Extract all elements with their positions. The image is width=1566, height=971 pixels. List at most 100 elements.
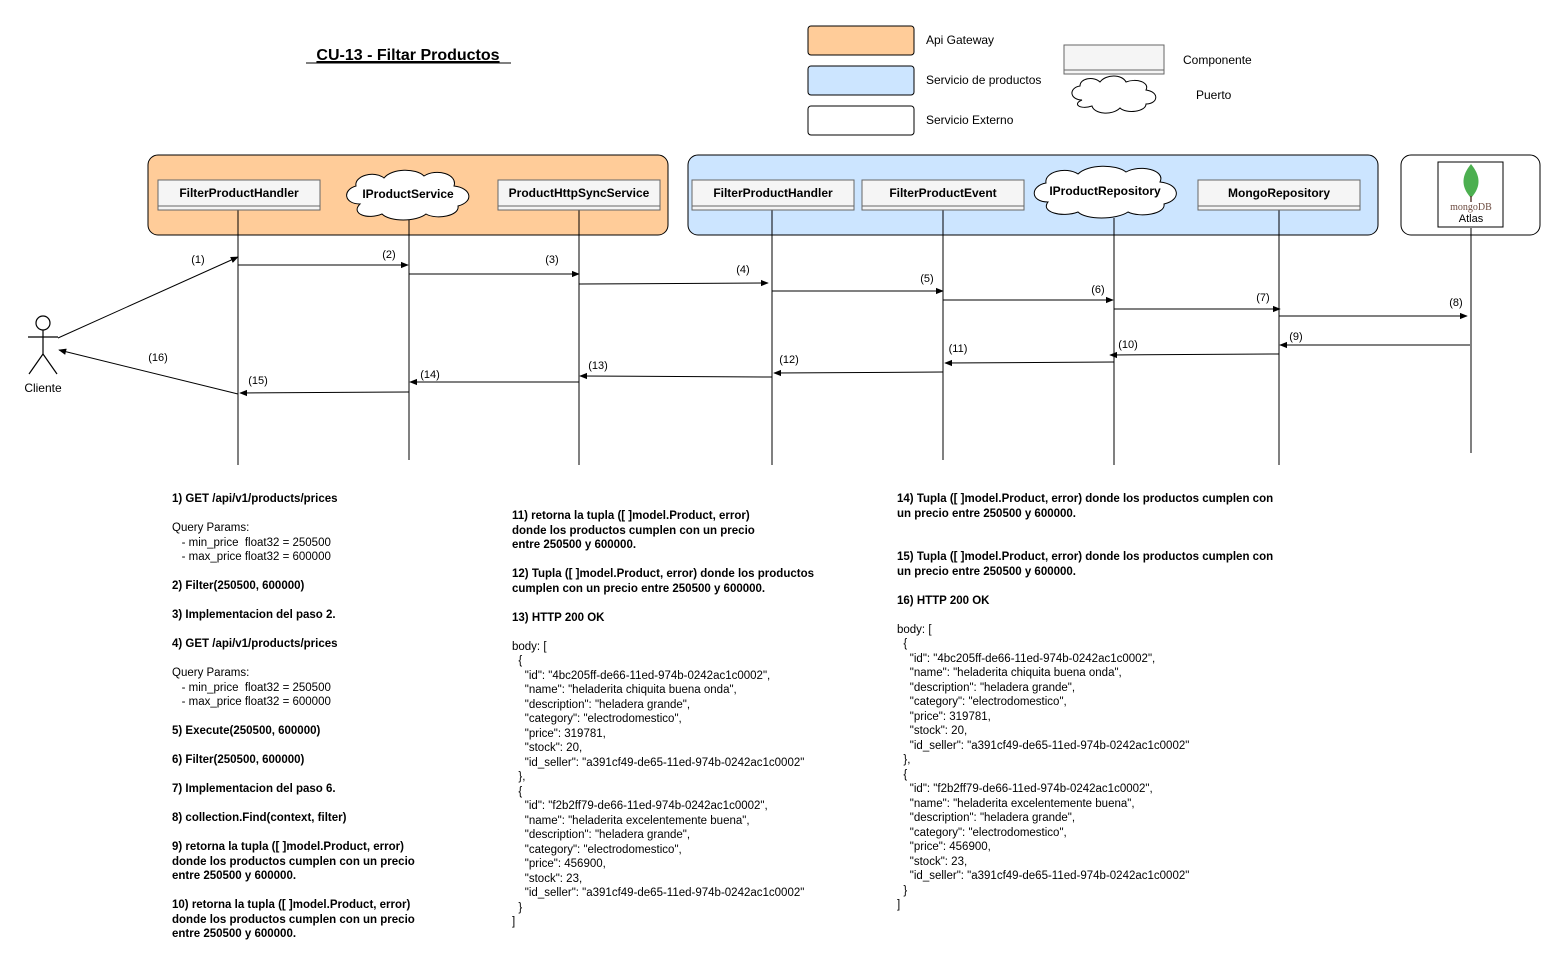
note-step-line: donde los productos cumplen con un preci…	[512, 524, 755, 537]
message-label: (2)	[382, 249, 395, 261]
note-detail-line: "category": "electrodomestico",	[897, 696, 1067, 708]
note-detail-line: "name": "heladerita excelentemente buena…	[512, 814, 750, 827]
note-step-line: un precio entre 250500 y 600000.	[897, 565, 1076, 578]
note-detail-line: "category": "electrodomestico",	[897, 826, 1067, 839]
note-detail-line: "price": 456900,	[512, 858, 606, 870]
note-gap	[897, 579, 1273, 594]
legend-swatch-servicio-productos	[807, 65, 915, 96]
note-detail-line: "id": "4bc205ff-de66-11ed-974b-0242ac1c0…	[512, 669, 771, 682]
message-label: (11)	[949, 343, 968, 355]
participants: FilterProductHandler IProductService Pro…	[157, 165, 1361, 221]
note-detail-line: "id_seller": "a391cf49-de65-11ed-974b-02…	[897, 739, 1190, 752]
note-gap	[172, 652, 415, 667]
note-step-line: 4) GET /api/v1/products/prices	[172, 638, 338, 650]
participant-mongo-repository: MongoRepository	[1197, 179, 1361, 211]
note-step-line: entre 250500 y 600000.	[172, 870, 297, 882]
legend-swatch-componente	[1063, 44, 1165, 75]
notes-column-3: 14) Tupla ([ ]model.Product, error) dond…	[897, 492, 1273, 913]
note-step-line: 12) Tupla ([ ]model.Product, error) dond…	[512, 568, 814, 580]
legend-label-servicio-externo: Servicio Externo	[926, 113, 1014, 127]
note-step-line: 3) Implementacion del paso 2.	[172, 609, 336, 621]
note-detail-line: "stock": 20,	[897, 725, 968, 737]
message-label: (3)	[545, 254, 558, 266]
note-gap	[512, 596, 814, 611]
note-gap	[172, 507, 415, 522]
note-detail-line: "stock": 20,	[512, 742, 583, 754]
message-label: (8)	[1449, 297, 1462, 309]
note-detail-line: ]	[512, 916, 516, 928]
note-detail-line: "price": 319781,	[897, 710, 991, 723]
note-detail-line: body: [	[897, 623, 932, 636]
note-gap	[172, 594, 415, 609]
note-step-line: 7) Implementacion del paso 6.	[172, 783, 336, 795]
note-detail-line: }	[897, 884, 908, 897]
note-gap	[897, 608, 1273, 623]
note-gap	[897, 536, 1273, 551]
note-step-line: donde los productos cumplen con un preci…	[172, 855, 415, 868]
note-step-line: entre 250500 y 600000.	[172, 928, 297, 940]
port-cloud-icon	[1033, 165, 1177, 219]
mongodb-leaf-icon	[1463, 164, 1479, 198]
note-gap	[172, 797, 415, 812]
participant-label: MongoRepository	[1228, 186, 1330, 200]
note-detail-line: "id_seller": "a391cf49-de65-11ed-974b-02…	[897, 870, 1190, 882]
message-arrow	[773, 369, 944, 377]
note-step-line: 13) HTTP 200 OK	[512, 611, 605, 624]
note-detail-line: "description": "heladera grande",	[897, 681, 1076, 694]
note-detail-line: "name": "heladerita chiquita buena onda"…	[512, 684, 737, 696]
note-detail-line: "description": "heladera grande",	[512, 829, 691, 841]
message-label: (16)	[148, 352, 168, 364]
message-arrow	[58, 348, 239, 395]
note-detail-line: },	[512, 771, 526, 783]
note-step-line: 6) Filter(250500, 600000)	[172, 754, 305, 766]
note-detail-line: "id": "4bc205ff-de66-11ed-974b-0242ac1c0…	[897, 652, 1156, 665]
message-label: (14)	[420, 369, 440, 381]
note-detail-line: {	[897, 638, 908, 650]
diagram-title: CU-13 - Filtar Productos	[316, 47, 499, 64]
note-detail-line: "description": "heladera grande",	[897, 812, 1076, 824]
participant-label: FilterProductEvent	[889, 186, 996, 200]
note-detail-line: }	[512, 901, 523, 914]
participant-label: IProductService	[362, 187, 454, 201]
note-step-line: entre 250500 y 600000.	[512, 539, 637, 551]
legend-label-puerto: Puerto	[1196, 88, 1232, 102]
note-step-line: cumplen con un precio entre 250500 y 600…	[512, 582, 766, 595]
note-detail-line: body: [	[512, 640, 547, 653]
participant-filter-product-handler-ps: FilterProductHandler	[691, 179, 855, 211]
note-detail-line: Query Params:	[172, 667, 250, 679]
note-step-line: 2) Filter(250500, 600000)	[172, 580, 305, 592]
note-detail-line: - max_price float32 = 600000	[172, 551, 331, 563]
legend-label-servicio-productos: Servicio de productos	[926, 73, 1041, 87]
note-detail-line: Query Params:	[172, 522, 250, 534]
note-step-line: 11) retorna la tupla ([ ]model.Product, …	[512, 510, 750, 522]
actor-label: Cliente	[24, 381, 62, 395]
note-detail-line: - min_price float32 = 250500	[172, 536, 331, 549]
note-detail-line: ]	[897, 899, 901, 911]
note-detail-line: "price": 319781,	[512, 727, 606, 740]
mongodb-label: mongoDB	[1450, 202, 1492, 213]
message-label: (13)	[588, 360, 608, 372]
note-gap	[512, 553, 814, 568]
participant-iproduct-service: IProductService	[346, 169, 470, 221]
note-detail-line: - min_price float32 = 250500	[172, 681, 331, 694]
note-detail-line: "stock": 23,	[897, 855, 968, 868]
note-detail-line: "price": 456900,	[897, 841, 991, 853]
participant-filter-product-event: FilterProductEvent	[861, 179, 1025, 211]
atlas-label: Atlas	[1459, 213, 1484, 225]
note-step-line: 15) Tupla ([ ]model.Product, error) dond…	[897, 551, 1274, 563]
messages: (1) (2) (3) (4) (5) (6) (7) (8) (9) (10)…	[57, 249, 1470, 397]
message-label: (7)	[1256, 292, 1269, 304]
note-detail-line: "name": "heladerita excelentemente buena…	[897, 797, 1135, 810]
note-step-line: un precio entre 250500 y 600000.	[897, 507, 1076, 520]
message-label: (10)	[1118, 339, 1138, 351]
note-gap	[172, 623, 415, 638]
mongodb-atlas-logo: mongoDB Atlas	[1437, 161, 1504, 228]
legend-swatch-api-gateway	[807, 25, 915, 56]
actor-cliente	[28, 315, 58, 375]
note-gap	[172, 710, 415, 725]
note-detail-line: "id": "f2b2ff79-de66-11ed-974b-0242ac1c0…	[512, 800, 768, 812]
message-label: (12)	[779, 354, 799, 366]
message-label: (15)	[248, 375, 268, 387]
note-detail-line: - max_price float32 = 600000	[172, 696, 331, 708]
